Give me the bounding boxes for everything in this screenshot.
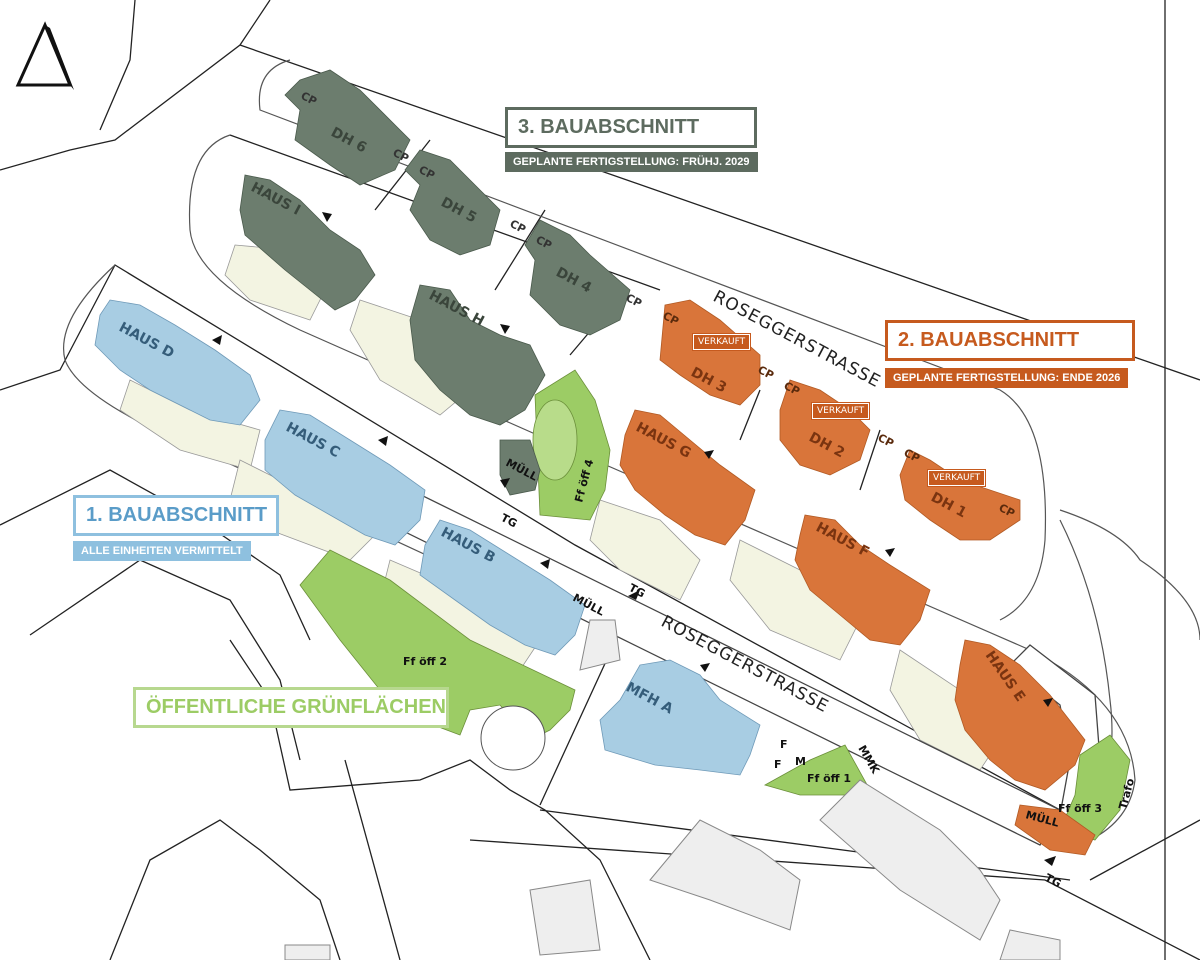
f-label: F bbox=[774, 758, 782, 771]
tg-arrow-icon bbox=[1044, 856, 1056, 866]
phase2-title-box: 2. BAUABSCHNITT bbox=[885, 320, 1135, 361]
cp-label: CP bbox=[508, 217, 528, 236]
phase1-subtitle: ALLE EINHEITEN VERMITTELT bbox=[73, 541, 251, 561]
entrance-arrow-icon bbox=[540, 559, 550, 569]
green-plaza bbox=[532, 399, 578, 481]
phase3-title: 3. BAUABSCHNITT bbox=[518, 116, 700, 138]
phase1-title-box: 1. BAUABSCHNITT bbox=[73, 495, 279, 536]
entrance-arrows bbox=[212, 212, 1056, 866]
tg-label: TG bbox=[499, 511, 520, 530]
entrance-arrow-icon bbox=[1043, 698, 1053, 707]
courtyards bbox=[119, 244, 1001, 771]
phase1-title: 1. BAUABSCHNITT bbox=[86, 504, 268, 526]
sold-tag-dh3: VERKAUFT bbox=[693, 334, 751, 350]
green-title-box: ÖFFENTLICHE GRÜNFLÄCHEN bbox=[133, 687, 449, 728]
entrance-arrow-icon bbox=[500, 324, 510, 334]
neighbour-buildings bbox=[284, 619, 1061, 960]
green-title: ÖFFENTLICHE GRÜNFLÄCHEN bbox=[146, 696, 446, 718]
f-label: F bbox=[780, 738, 788, 751]
entrance-arrow-icon bbox=[322, 212, 332, 222]
ff3-label: Ff öff 3 bbox=[1058, 802, 1102, 815]
sold-tag-dh2: VERKAUFT bbox=[812, 403, 870, 419]
phase1-buildings bbox=[94, 299, 761, 776]
phase3-subtitle: GEPLANTE FERTIGSTELLUNG: FRÜHJ. 2029 bbox=[505, 152, 758, 172]
north-arrow-icon bbox=[15, 21, 74, 90]
phase3-buildings bbox=[239, 69, 631, 496]
entrance-arrow-icon bbox=[704, 450, 714, 459]
phase2-title: 2. BAUABSCHNITT bbox=[898, 329, 1080, 351]
m-label: M bbox=[795, 755, 806, 768]
sold-tag-dh1: VERKAUFT bbox=[928, 470, 986, 486]
entrance-arrow-icon bbox=[212, 335, 222, 345]
entrance-arrow-icon bbox=[700, 663, 710, 672]
tg-arrow-icon bbox=[628, 590, 640, 600]
phase2-buildings bbox=[619, 299, 1096, 856]
entrance-arrow-icon bbox=[885, 548, 895, 557]
entrance-arrow-icon bbox=[378, 436, 388, 446]
tg-arrow-icon bbox=[500, 478, 510, 488]
phase2-subtitle: GEPLANTE FERTIGSTELLUNG: ENDE 2026 bbox=[885, 368, 1129, 388]
ff2-label: Ff öff 2 bbox=[403, 655, 447, 668]
phase3-title-box: 3. BAUABSCHNITT bbox=[505, 107, 757, 148]
green-circle bbox=[480, 705, 546, 771]
ff1-label: Ff öff 1 bbox=[807, 772, 851, 785]
